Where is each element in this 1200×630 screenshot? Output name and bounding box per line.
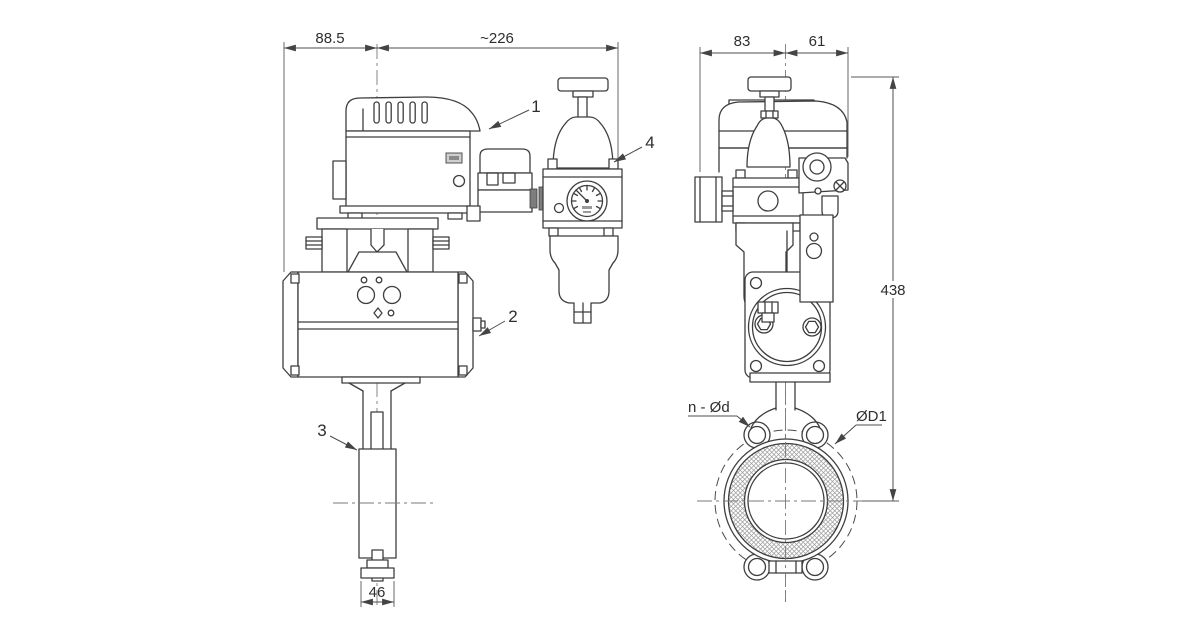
label-bolt-holes: n - Ød xyxy=(688,399,730,416)
regulator-bonnet xyxy=(552,116,614,169)
valve-stem xyxy=(370,411,384,453)
dim-46: 46 xyxy=(369,584,386,601)
dim-61: 61 xyxy=(809,33,826,50)
bolt-hole xyxy=(805,557,825,577)
part-label-4: 4 xyxy=(645,133,654,152)
front-view: 88.5 ~226 xyxy=(282,30,655,608)
part-label-3: 3 xyxy=(317,421,326,440)
actuator-side xyxy=(744,214,834,411)
flange-annotations: n - Ød ØD1 xyxy=(688,399,887,445)
positioner-gauge xyxy=(479,148,531,174)
filter-regulator-front xyxy=(542,77,623,324)
gauge-needle xyxy=(575,189,588,202)
bolt-hole xyxy=(747,557,767,577)
part-label-2: 2 xyxy=(508,307,517,326)
front-top-dimensions: 88.5 ~226 xyxy=(283,30,619,272)
valve-body xyxy=(358,448,397,559)
dim-438: 438 xyxy=(880,282,905,299)
positioner-front xyxy=(332,96,547,222)
coupling-nut xyxy=(529,188,538,209)
valve-face xyxy=(697,390,877,602)
label-flange-diameter: ØD1 xyxy=(856,408,887,425)
mounting-bracket-front xyxy=(305,217,450,273)
pressure-gauge xyxy=(566,180,608,222)
bolt-hole xyxy=(805,425,825,445)
part-label-1: 1 xyxy=(531,97,540,116)
side-view: 83 61 xyxy=(688,33,907,602)
dim-88-5: 88.5 xyxy=(315,30,344,47)
leader-part-1 xyxy=(488,109,530,130)
gauge-edge-on xyxy=(694,176,723,223)
air-port-boss xyxy=(472,317,482,332)
actuator-front xyxy=(282,271,486,450)
leader-part-4 xyxy=(613,146,643,163)
valve-body-front: 46 xyxy=(333,411,437,607)
filter-bowl xyxy=(549,235,619,324)
cable-gland xyxy=(798,152,849,219)
leader-part-3 xyxy=(329,435,358,451)
bolt-hole xyxy=(747,425,767,445)
dim-83: 83 xyxy=(734,33,751,50)
dim-226: ~226 xyxy=(480,30,514,47)
leader-part-2 xyxy=(478,320,506,337)
regulator-knob-side xyxy=(747,76,792,92)
height-dimension: 438 xyxy=(851,76,907,502)
actuator-body xyxy=(297,271,459,378)
side-top-dimensions: 83 61 xyxy=(699,33,849,172)
regulator-knob xyxy=(557,77,609,92)
